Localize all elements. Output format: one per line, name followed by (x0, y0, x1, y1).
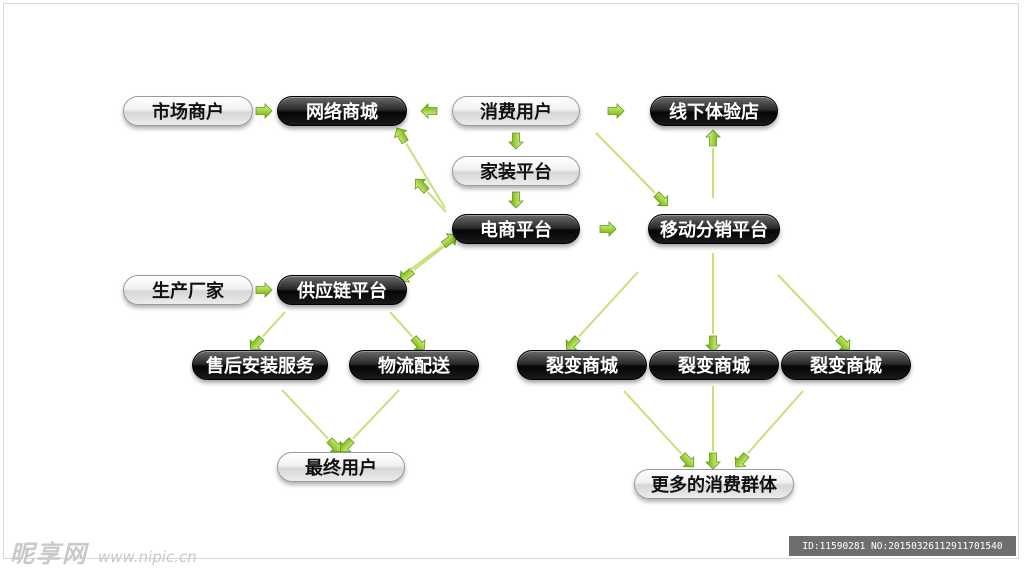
diagram-frame (3, 3, 1019, 559)
link-mobile-to-fission1-line (578, 271, 639, 338)
node-market-merchant: 市场商户 (123, 96, 253, 126)
link-mobile-to-fission3-line (777, 274, 838, 338)
watermark: 昵享网 www.nipic.cn (10, 534, 197, 569)
link-fission3-to-more-line (746, 390, 804, 455)
arrow-manufacturer-to-supply (255, 282, 273, 298)
arrow-consumer-to-home (508, 132, 524, 150)
link-fission1-to-more-arrow (679, 452, 695, 468)
link-consumer-to-mobile-line (595, 132, 656, 194)
node-consumer-user: 消费用户 (452, 96, 580, 126)
image-id-bar: ID:11590281 NO:20150326112911701540 (789, 536, 1016, 556)
watermark-logo: 昵享网 (10, 539, 88, 568)
link-mobile-to-fission3-arrow (835, 335, 851, 351)
link-ecommerce-to-mall-arrow (393, 127, 409, 145)
link-mobile-to-store-arrow (705, 129, 721, 147)
link-supply-to-aftersales-arrow (249, 335, 265, 351)
arrow-market-to-mall (255, 103, 273, 119)
node-manufacturer: 生产厂家 (123, 275, 253, 305)
node-end-user: 最终用户 (277, 452, 405, 482)
link-mall-to-ecommerce-arrow (414, 178, 430, 194)
link-logistics-to-enduser-arrow (339, 437, 355, 453)
link-fission1-to-more-line (623, 390, 682, 455)
node-logistics: 物流配送 (349, 350, 479, 380)
link-fission3-to-more-arrow (734, 452, 750, 468)
link-consumer-to-mobile-arrow (653, 191, 669, 207)
link-supply-to-logistics-arrow (410, 335, 426, 351)
node-offline-store: 线下体验店 (650, 96, 778, 126)
link-supply-to-logistics-line (389, 311, 414, 338)
node-mobile-distribution: 移动分销平台 (648, 214, 780, 244)
link-ecommerce-to-supply-line (413, 245, 446, 271)
link-aftersales-to-enduser-line (281, 389, 329, 440)
link-mall-to-ecommerce-line (427, 191, 447, 213)
node-after-sales: 售后安装服务 (192, 350, 328, 380)
node-fission-mall-2: 裂变商城 (649, 350, 779, 380)
arrow-consumer-to-mall (420, 103, 438, 119)
node-home-platform: 家装平台 (452, 156, 580, 186)
node-supply-chain: 供应链平台 (277, 275, 407, 305)
link-supply-to-ecommerce-line (409, 245, 443, 271)
node-ecommerce-platform: 电商平台 (452, 214, 580, 244)
link-logistics-to-enduser-line (352, 389, 400, 440)
link-supply-to-aftersales-line (261, 311, 286, 338)
node-more-consumers: 更多的消费群体 (634, 469, 794, 499)
link-supply-to-ecommerce-arrow (440, 233, 457, 249)
arrow-ecommerce-to-mobile (599, 221, 617, 237)
arrow-consumer-to-store (607, 103, 625, 119)
node-online-mall: 网络商城 (277, 96, 407, 126)
link-mobile-to-fission2-arrow (705, 335, 721, 353)
node-fission-mall-1: 裂变商城 (517, 350, 647, 380)
node-fission-mall-3: 裂变商城 (781, 350, 911, 380)
link-fission2-to-more-arrow (705, 452, 721, 470)
link-mobile-to-fission1-arrow (565, 335, 581, 351)
watermark-url: www.nipic.cn (98, 548, 197, 566)
arrow-home-to-ecommerce (508, 191, 524, 209)
link-ecommerce-to-mall-line (405, 143, 446, 209)
link-ecommerce-to-supply-arrow (399, 267, 416, 283)
